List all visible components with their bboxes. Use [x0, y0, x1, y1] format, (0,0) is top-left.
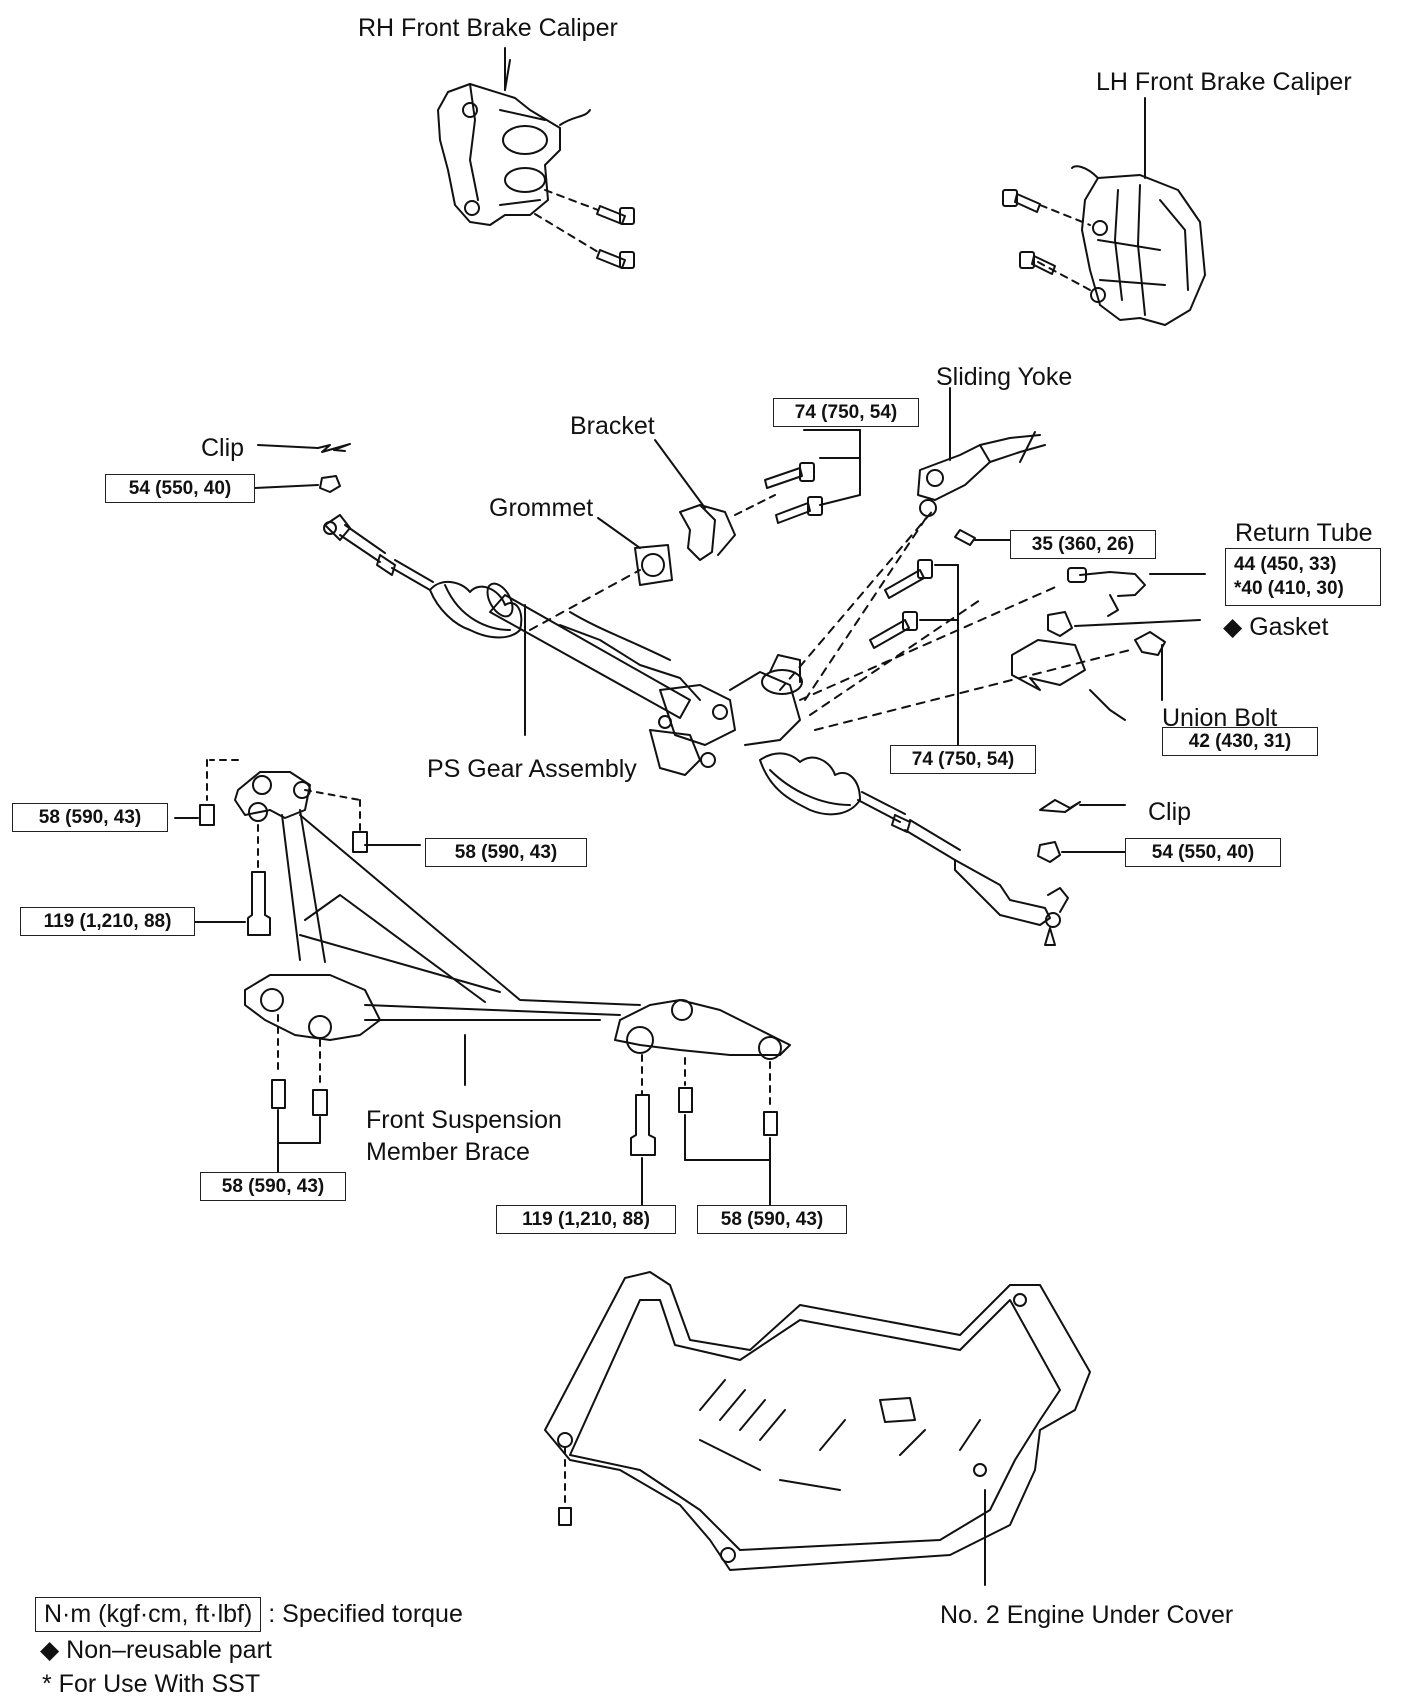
- legend-torque-text: : Specified torque: [268, 1600, 463, 1628]
- rh-brake-caliper-drawing: [437, 59, 591, 226]
- grommet-drawing: [597, 517, 673, 586]
- bracket-drawing: [654, 439, 736, 561]
- rh-front-brake-caliper-label: RH Front Brake Caliper: [358, 14, 618, 42]
- torque-yoke-bolt: 35 (360, 26): [1010, 530, 1156, 559]
- gear-bolts-drawing: [869, 559, 959, 746]
- legend-nonreusable: ◆ Non–reusable part: [40, 1636, 272, 1664]
- sliding-yoke-label: Sliding Yoke: [936, 363, 1073, 391]
- grommet-label: Grommet: [489, 494, 594, 522]
- torque-tie-rod-nut-right: 54 (550, 40): [1125, 838, 1281, 867]
- torque-brace-left-b: 58 (590, 43): [425, 838, 587, 867]
- torque-return-tube: 44 (450, 33) *40 (410, 30): [1225, 548, 1381, 606]
- return-tube-label: Return Tube: [1235, 519, 1373, 547]
- upper-clip-nut-drawing: [254, 429, 861, 493]
- lh-caliper-bolts: [1002, 189, 1091, 291]
- suspension-brace-drawing: [234, 771, 791, 1060]
- clip-upper-label: Clip: [201, 434, 245, 462]
- torque-bracket-bolts: 74 (750, 54): [773, 398, 919, 427]
- brace-label-line1: Front Suspension: [366, 1106, 562, 1134]
- torque-brace-bottom-left: 58 (590, 43): [200, 1172, 346, 1201]
- return-tube-drawing: [1067, 567, 1206, 617]
- torque-union-bolt: 42 (430, 31): [1162, 727, 1318, 756]
- gasket-label: ◆ Gasket: [1223, 615, 1328, 640]
- gasket-drawing: [1047, 611, 1201, 637]
- legend-sst: * For Use With SST: [42, 1670, 261, 1698]
- torque-brace-left-a: 58 (590, 43): [12, 803, 168, 832]
- torque-brace-bottom-big: 119 (1,210, 88): [496, 1205, 676, 1234]
- bracket-label: Bracket: [570, 412, 655, 440]
- torque-return-tube-b: *40 (410, 30): [1234, 577, 1344, 599]
- torque-brace-bottom-right: 58 (590, 43): [697, 1205, 847, 1234]
- torque-return-tube-a: 44 (450, 33): [1234, 554, 1337, 575]
- engine-under-cover-label: No. 2 Engine Under Cover: [940, 1601, 1234, 1629]
- union-bolt-label: Union Bolt: [1162, 704, 1278, 732]
- brace-label-line2: Member Brace: [366, 1138, 530, 1166]
- torque-brace-left-big: 119 (1,210, 88): [20, 907, 195, 936]
- bracket-bolts-drawing: [734, 429, 861, 524]
- brace-bolts-drawing: [174, 759, 778, 1206]
- lower-clip-nut-drawing: [1037, 799, 1126, 863]
- leader-lines: [504, 47, 1146, 179]
- lh-front-brake-caliper-label: LH Front Brake Caliper: [1096, 68, 1352, 96]
- legend-torque: N·m (kgf·cm, ft·lbf) : Specified torque: [35, 1597, 463, 1632]
- sliding-yoke-drawing: [917, 387, 1046, 546]
- gasket-text: Gasket: [1249, 613, 1329, 641]
- lh-brake-caliper-drawing: [1071, 165, 1206, 326]
- clip-lower-label: Clip: [1148, 798, 1192, 826]
- yoke-dashes: [529, 507, 1131, 731]
- union-bolt-drawing: [1011, 631, 1166, 721]
- ps-gear-assembly-drawing: [323, 514, 1069, 946]
- legend-torque-unit: N·m (kgf·cm, ft·lbf): [35, 1597, 262, 1632]
- non-reusable-diamond-icon: ◆: [1223, 613, 1243, 641]
- torque-gear-bolts: 74 (750, 54): [890, 745, 1036, 774]
- engine-under-cover-drawing: [544, 1271, 1091, 1586]
- rh-caliper-bolts: [534, 189, 635, 269]
- torque-tie-rod-nut-left: 54 (550, 40): [105, 474, 255, 503]
- ps-gear-assembly-label: PS Gear Assembly: [427, 755, 637, 783]
